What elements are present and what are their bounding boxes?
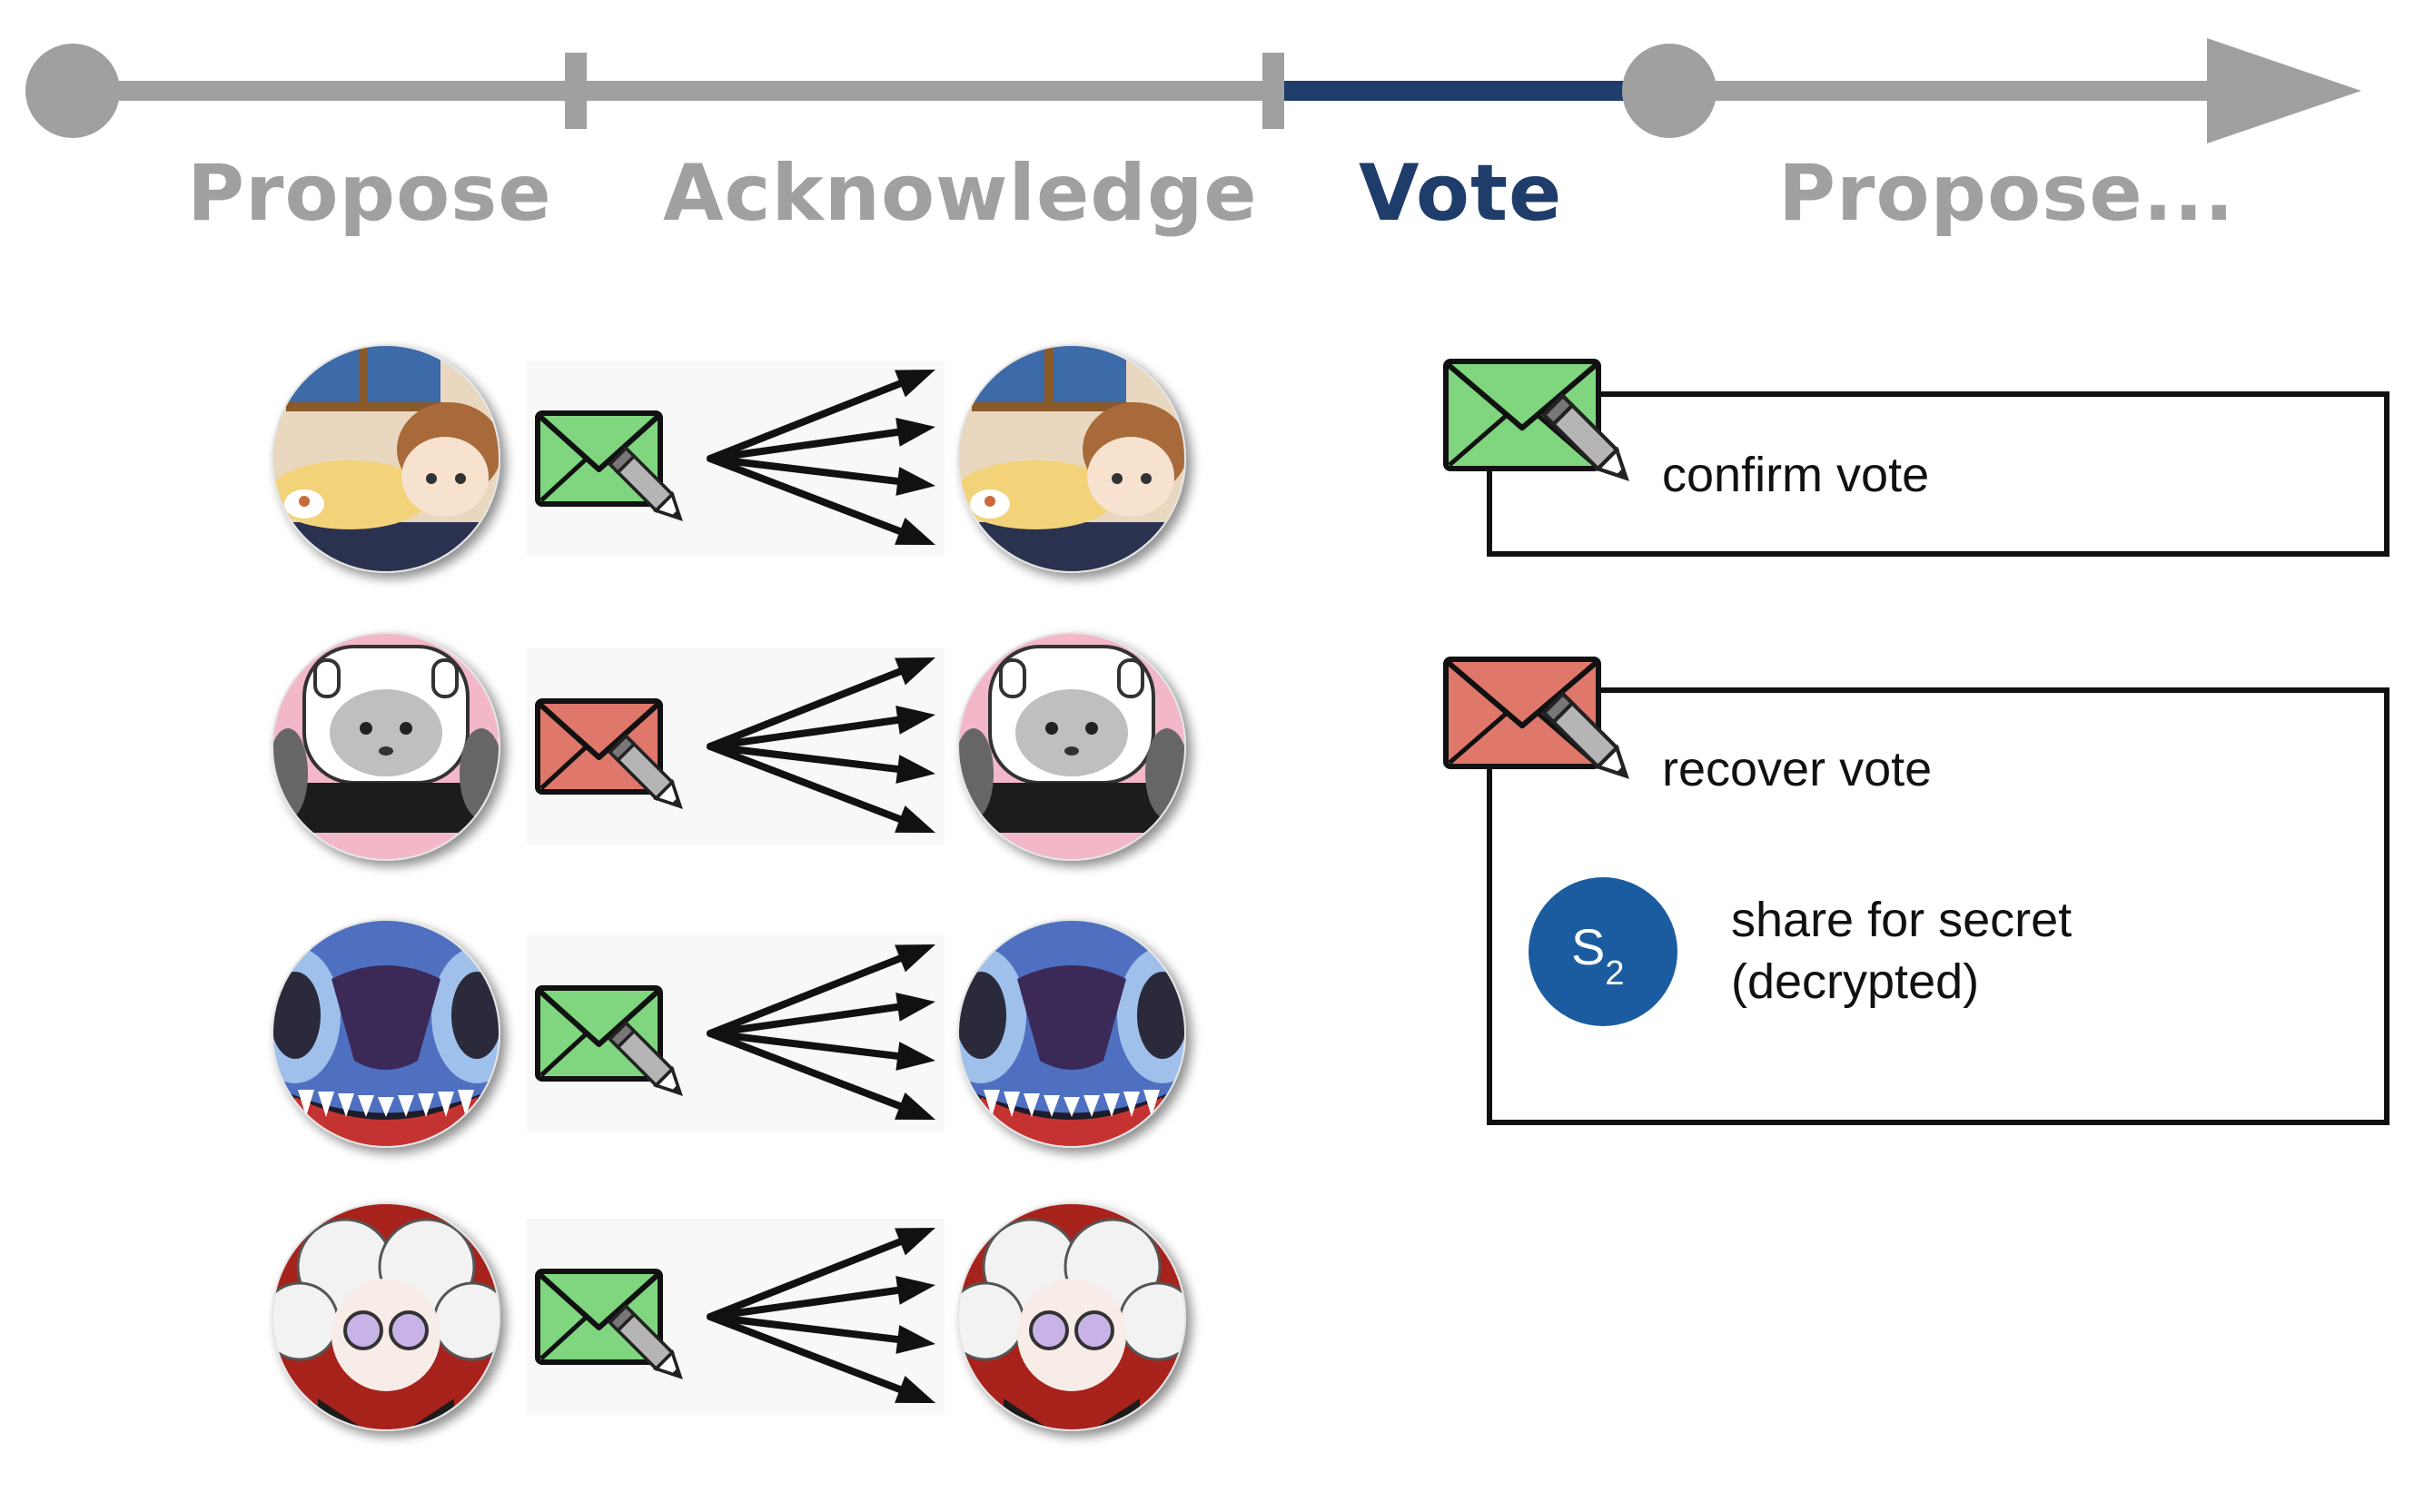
pencil-icon <box>607 1303 683 1379</box>
broadcast-arrows <box>707 657 935 833</box>
timeline-tick-1 <box>565 53 587 129</box>
fan-arrow-line <box>707 1030 902 1060</box>
share-symbol-letter: S <box>1571 918 1606 975</box>
pencil-icon <box>607 733 683 809</box>
fan-arrow-line <box>707 1313 902 1343</box>
participant-row <box>272 344 1186 573</box>
fan-arrowhead <box>895 1092 935 1120</box>
fan-arrow-line <box>707 954 904 1037</box>
fan-arrowhead <box>895 418 935 447</box>
anime-boy-pillow-avatar-sender <box>272 344 500 573</box>
share-circle-icon <box>1529 877 1677 1026</box>
broadcast-arrows <box>707 1228 935 1403</box>
legend-recover-envelope-icon <box>1443 657 1601 769</box>
fan-arrowhead <box>895 370 935 398</box>
pencil-icon <box>607 1020 683 1096</box>
fan-arrow-line <box>707 455 902 485</box>
fan-arrow-line <box>707 1238 904 1320</box>
fan-arrow-line <box>707 1003 902 1037</box>
fan-arrow-line <box>707 716 902 750</box>
fan-arrowhead <box>895 1276 935 1305</box>
legend-envelopes <box>1443 359 1629 779</box>
recover-vote-label: recover vote <box>1662 742 1933 796</box>
fan-arrow-line <box>707 743 904 823</box>
fan-arrow-line <box>707 428 902 462</box>
phase-label-acknowledge: Acknowledge <box>663 148 1258 239</box>
phase-label-propose-next: Propose... <box>1778 148 2235 239</box>
phase-label-vote: Vote <box>1359 148 1563 239</box>
fan-arrowhead <box>895 1325 935 1354</box>
fan-arrowhead <box>895 1228 935 1256</box>
anime-boy-pillow-avatar-receiver <box>957 344 1186 573</box>
white-haired-girl-avatar-sender <box>272 1202 500 1431</box>
timeline-start-dot <box>25 44 120 138</box>
participant-row <box>272 1202 1186 1431</box>
stitch-avatar-sender <box>272 919 500 1148</box>
white-haired-girl-avatar-receiver <box>957 1202 1186 1431</box>
finn-adventure-time-avatar-receiver <box>957 632 1186 861</box>
participant-row <box>272 632 1186 861</box>
participant-row <box>272 919 1186 1148</box>
broadcast-arrows <box>707 370 935 545</box>
legend-pencil-icon <box>1541 393 1629 481</box>
fan-arrowhead <box>895 467 935 496</box>
confirm-vote-label: confirm vote <box>1662 448 1930 502</box>
stitch-avatar-receiver <box>957 919 1186 1148</box>
fan-arrow-line <box>707 380 904 462</box>
participant-rows <box>272 344 1186 1431</box>
fan-arrow-line <box>707 1286 902 1320</box>
legend-pencil-icon <box>1541 691 1629 779</box>
fan-arrow-line <box>707 455 904 535</box>
legend <box>1487 391 2389 1125</box>
fan-arrowhead <box>895 706 935 735</box>
fan-arrowhead <box>895 993 935 1022</box>
share-symbol: S2 <box>1571 922 1625 992</box>
fan-arrowhead <box>895 944 935 973</box>
fan-arrow-line <box>707 1030 904 1110</box>
fan-arrowhead <box>895 805 935 833</box>
confirm-vote-box <box>1487 391 2389 557</box>
fan-arrowhead <box>895 1376 935 1403</box>
broadcast-arrows <box>707 944 935 1120</box>
fan-arrowhead <box>895 657 935 686</box>
share-description-line-2: (decrypted) <box>1731 954 1980 1009</box>
timeline-arrowhead <box>2207 38 2361 143</box>
fan-arrowhead <box>895 518 935 545</box>
share-symbol-subscript: 2 <box>1605 954 1625 993</box>
timeline <box>25 38 2361 143</box>
timeline-current-dot <box>1622 44 1717 138</box>
fan-arrowhead <box>895 755 935 784</box>
fan-arrow-line <box>707 667 904 750</box>
share-description-line-1: share for secret <box>1731 893 2073 947</box>
fan-arrow-line <box>707 743 902 773</box>
pencil-icon <box>607 445 683 521</box>
phase-label-propose: Propose <box>187 148 552 239</box>
finn-adventure-time-avatar-sender <box>272 632 500 861</box>
fan-arrow-line <box>707 1313 904 1393</box>
timeline-tick-2 <box>1262 53 1284 129</box>
fan-arrowhead <box>895 1042 935 1071</box>
